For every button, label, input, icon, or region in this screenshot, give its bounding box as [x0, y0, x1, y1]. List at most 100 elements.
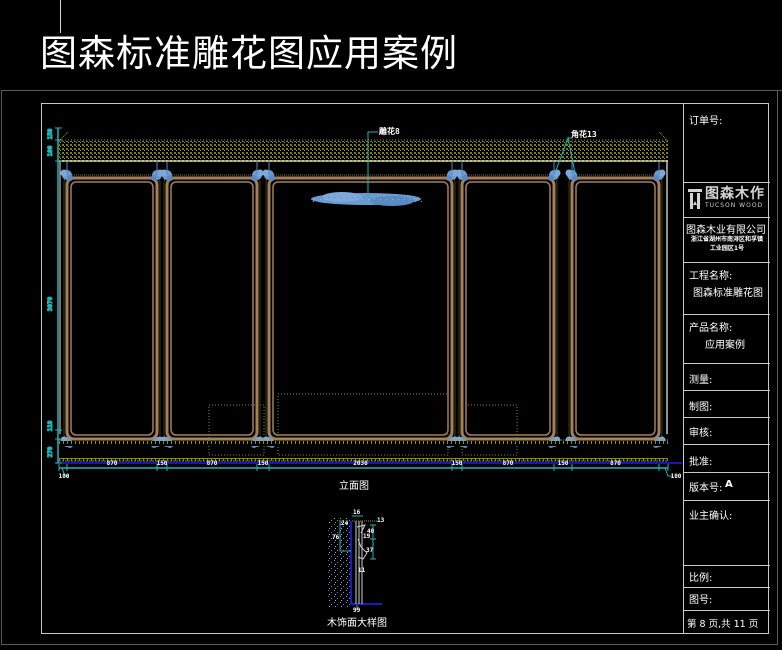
callout-center-label: 雕花8	[379, 126, 400, 136]
corner-carving	[446, 161, 459, 181]
project-name-cell: 工程名称: 图森标准雕花图	[684, 263, 770, 315]
center-carving-ornament	[311, 192, 422, 206]
horizontal-dimension-label: 150	[258, 460, 269, 467]
panel-moulding-outer	[267, 176, 454, 441]
panel-moulding-outer	[165, 176, 259, 441]
drafting-label: 制图:	[689, 402, 713, 413]
panel-outline	[265, 174, 456, 443]
project-name-value: 图森标准雕花图	[693, 288, 763, 299]
corner-carving	[548, 161, 561, 181]
approve-label: 批准:	[689, 457, 713, 468]
section-detail: 16 13 24 76 19 40 37 11 99	[327, 509, 385, 614]
panel-moulding-outer	[65, 176, 159, 441]
section-dim: 19	[363, 533, 371, 540]
vertical-dimension-label: 3070	[47, 296, 54, 311]
survey-cell: 测量:	[684, 364, 770, 391]
section-dim: 16	[353, 509, 361, 516]
wall-panel	[160, 161, 264, 448]
corner-carving	[455, 161, 468, 181]
vertical-dimension-label: 100	[47, 145, 54, 156]
callout-center	[367, 131, 378, 199]
page-info-cell: 第 8 页,共 11 页	[684, 611, 770, 634]
address-line-2: 工业园区1号	[709, 245, 745, 252]
section-dim: 24	[341, 520, 349, 527]
page-title: 图森标准雕花图应用案例	[40, 32, 458, 75]
horizontal-dimension-label: 150	[558, 460, 569, 467]
title-block: 订单号: 图森木作 TUCSON WOOD 图森木业有限公司 浙江省湖州市南浔区…	[683, 103, 770, 634]
cornice-hatch	[58, 131, 669, 162]
horizontal-dimension-label: 870	[107, 460, 118, 467]
title-leader-line	[60, 0, 61, 33]
review-cell: 审核:	[684, 418, 770, 445]
survey-label: 测量:	[689, 375, 713, 386]
section-dim: 99	[353, 607, 361, 614]
furniture-outlines	[208, 393, 518, 456]
address-line-1: 浙江省湖州市南浔区和孚镇	[690, 236, 763, 243]
panel-moulding-inner	[70, 181, 154, 436]
page-info: 第 8 页,共 11 页	[687, 619, 759, 630]
wall-panel	[60, 161, 164, 448]
horizontal-dimension-label: 870	[503, 460, 514, 467]
wall-panel	[565, 161, 666, 448]
drafting-cell: 制图:	[684, 391, 770, 418]
company-logo: 图森木作 TUCSON WOOD	[688, 187, 765, 210]
skirting-hatch	[56, 439, 682, 464]
corner-carving	[251, 161, 264, 181]
horizontal-dimension-label: 100	[671, 473, 682, 480]
order-no-cell: 订单号:	[684, 103, 770, 183]
logo-cell: 图森木作 TUCSON WOOD	[684, 183, 770, 218]
panel-moulding-inner	[575, 181, 656, 436]
version-label: 版本号:	[689, 483, 723, 494]
horizontal-dimension-label: 100	[59, 473, 70, 480]
section-dim: 11	[358, 567, 366, 574]
wall-panel	[262, 161, 459, 448]
logo-english: TUCSON WOOD	[705, 202, 764, 209]
outer-frame-tick	[778, 90, 782, 91]
panel-moulding-outer	[570, 176, 661, 441]
elevation-caption: 立面图	[339, 481, 369, 492]
section-dim: 40	[367, 528, 375, 535]
panel-outline	[163, 174, 261, 443]
product-name-value: 应用案例	[705, 340, 745, 351]
inner-drawing-frame	[41, 103, 769, 634]
panel-outline	[63, 174, 161, 443]
company-cell: 图森木业有限公司 浙江省湖州市南浔区和孚镇 工业园区1号	[684, 218, 770, 263]
review-label: 审核:	[689, 428, 713, 439]
outer-drawing-frame	[1, 90, 778, 645]
vertical-dimension-label: 150	[47, 128, 54, 139]
corner-carving	[565, 161, 578, 181]
panel-outline	[458, 174, 558, 443]
approve-cell: 批准:	[684, 445, 770, 473]
section-caption: 木饰面大样图	[327, 618, 387, 629]
owner-confirm-cell: 业主确认:	[684, 501, 770, 566]
logo-chinese: 图森木作	[705, 186, 765, 202]
corner-carving	[60, 161, 73, 181]
panel-moulding-inner	[272, 181, 449, 436]
panel-moulding-inner	[465, 181, 551, 436]
company-address: 浙江省湖州市南浔区和孚镇 工业园区1号	[684, 235, 770, 253]
corner-carving	[160, 161, 173, 181]
section-dim: 76	[332, 534, 340, 541]
drawing-no-cell: 图号:	[684, 588, 770, 611]
version-value: A	[725, 479, 733, 490]
dimension-leader	[664, 467, 672, 477]
section-dim: 37	[366, 547, 374, 554]
panel-moulding-outer	[460, 176, 556, 441]
callout-corner	[554, 136, 576, 174]
horizontal-dimension-label: 870	[610, 460, 621, 467]
product-name-cell: 产品名称: 应用案例	[684, 315, 770, 364]
drawing-no-label: 图号:	[689, 595, 713, 606]
product-name-label: 产品名称:	[689, 323, 733, 334]
callout-corner-label: 角花13	[571, 129, 597, 139]
dimension-leader	[61, 467, 69, 477]
company-name: 图森木业有限公司	[686, 225, 766, 236]
tucson-logo-icon	[688, 188, 702, 209]
corner-carving	[262, 161, 275, 181]
section-dim: 13	[377, 517, 385, 524]
project-name-label: 工程名称:	[689, 271, 733, 282]
order-no-label: 订单号:	[689, 116, 723, 127]
version-cell: 版本号: A	[684, 473, 770, 501]
